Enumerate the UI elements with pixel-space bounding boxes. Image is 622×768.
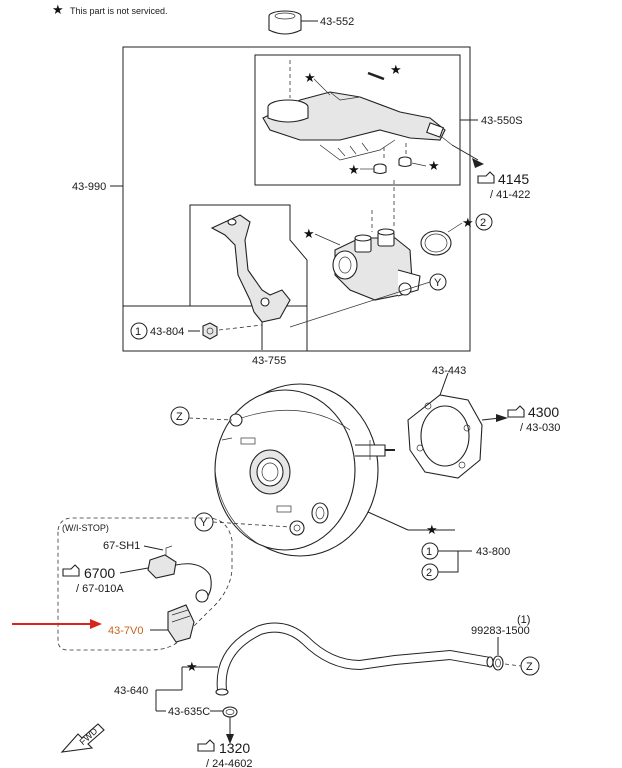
pointing-hand-icon bbox=[197, 739, 215, 752]
brake-booster[interactable] bbox=[214, 383, 395, 557]
wi-stop-region bbox=[57, 517, 233, 651]
label-43-990[interactable]: 43-990 bbox=[72, 181, 106, 193]
star-icon: ★ bbox=[428, 159, 440, 174]
ref-1320-label[interactable]: 1320 bbox=[219, 740, 250, 756]
arrow-icon bbox=[472, 158, 484, 168]
clamp-99283-1500[interactable] bbox=[492, 655, 504, 671]
ref-4300[interactable]: 4300 / 43-030 bbox=[507, 404, 560, 434]
ref-24-4602-label[interactable]: / 24-4602 bbox=[206, 758, 252, 768]
label-43-755[interactable]: 43-755 bbox=[252, 355, 286, 367]
ref-67-010A-label[interactable]: / 67-010A bbox=[76, 583, 124, 595]
bracket-43-755[interactable] bbox=[210, 214, 291, 323]
ref-6700-label[interactable]: 6700 bbox=[84, 565, 115, 581]
note-star-icon: ★ bbox=[52, 3, 64, 18]
callout-1-text: 1 bbox=[135, 326, 141, 338]
highlight-arrow-icon bbox=[12, 619, 102, 629]
label-43-550S[interactable]: 43-550S bbox=[481, 115, 523, 127]
vacuum-sensor[interactable] bbox=[147, 545, 212, 603]
ref-41-422-label[interactable]: / 41-422 bbox=[490, 189, 530, 201]
arrow-icon bbox=[496, 414, 508, 422]
ref-1320[interactable]: 1320 / 24-4602 bbox=[197, 739, 252, 768]
reservoir-cap[interactable] bbox=[268, 10, 302, 35]
label-43-7V0[interactable]: 43-7V0 bbox=[108, 625, 143, 637]
star-icon: ★ bbox=[426, 523, 438, 538]
label-99283-1500[interactable]: 99283-1500 bbox=[471, 625, 530, 637]
nut-43-804[interactable] bbox=[202, 322, 218, 340]
label-43-443[interactable]: 43-443 bbox=[432, 365, 466, 377]
vacuum-hose-43-640[interactable] bbox=[215, 622, 494, 696]
arrow-icon bbox=[226, 734, 234, 744]
callout-z-upper[interactable] bbox=[170, 406, 190, 426]
label-67-SH1[interactable]: 67-SH1 bbox=[103, 540, 140, 552]
star-icon: ★ bbox=[462, 216, 474, 231]
label-43-800[interactable]: 43-800 bbox=[476, 546, 510, 558]
pointing-hand-icon bbox=[477, 171, 495, 184]
callout-z-text: Z bbox=[176, 411, 183, 423]
star-icon: ★ bbox=[390, 63, 402, 78]
callout-1-nut[interactable] bbox=[130, 322, 148, 340]
callout-2[interactable] bbox=[475, 213, 493, 231]
pointing-hand-icon bbox=[507, 405, 525, 418]
wi-stop-label: (W/I-STOP) bbox=[62, 523, 109, 533]
ref-4145-label[interactable]: 4145 bbox=[498, 171, 529, 187]
callout-1-text: 1 bbox=[426, 546, 432, 558]
gasket-43-443[interactable] bbox=[407, 394, 483, 479]
callout-y-text: Y bbox=[434, 277, 442, 289]
callout-z-text: Z bbox=[526, 661, 533, 673]
assembly-frame-43-990 bbox=[122, 46, 471, 352]
o-ring[interactable] bbox=[420, 230, 452, 256]
star-icon: ★ bbox=[348, 163, 360, 178]
pointing-hand-icon bbox=[62, 564, 80, 577]
callout-2-text: 2 bbox=[426, 567, 432, 579]
ref-4300-label[interactable]: 4300 bbox=[528, 404, 559, 420]
star-icon: ★ bbox=[304, 71, 316, 86]
ref-43-030-label[interactable]: / 43-030 bbox=[520, 422, 560, 434]
label-99283-qty: (1) bbox=[517, 614, 530, 626]
callout-y-text: Y bbox=[200, 517, 208, 529]
forward-direction-icon: FWD bbox=[60, 723, 105, 753]
ref-6700[interactable]: 6700 / 67-010A bbox=[62, 564, 124, 595]
clamp-43-635C[interactable] bbox=[222, 706, 238, 718]
reservoir-tank[interactable] bbox=[262, 71, 453, 175]
bracket-frame bbox=[189, 204, 308, 307]
label-43-635C[interactable]: 43-635C bbox=[168, 706, 210, 718]
label-43-552[interactable]: 43-552 bbox=[320, 16, 354, 28]
master-cylinder[interactable] bbox=[332, 228, 421, 301]
ref-4145[interactable]: 4145 / 41-422 bbox=[477, 171, 530, 201]
label-43-640[interactable]: 43-640 bbox=[114, 685, 148, 697]
note-text: This part is not serviced. bbox=[70, 6, 168, 16]
callout-2-text: 2 bbox=[480, 217, 486, 229]
label-43-804[interactable]: 43-804 bbox=[150, 326, 184, 338]
connector-43-7V0[interactable] bbox=[167, 604, 195, 643]
star-icon: ★ bbox=[303, 227, 315, 242]
